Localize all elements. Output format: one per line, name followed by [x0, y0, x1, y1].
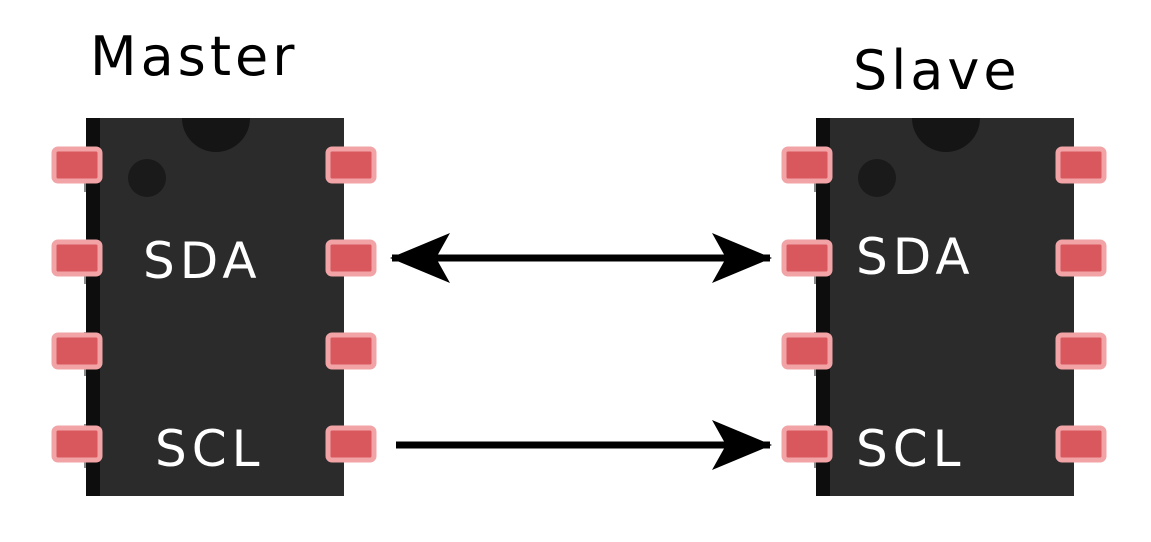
slave-pin-r1 — [1055, 146, 1107, 184]
slave-pin-l2 — [781, 239, 833, 277]
master-pin-l4 — [51, 425, 103, 463]
slave-pin-l4 — [781, 425, 833, 463]
master-pin-l3 — [51, 332, 103, 370]
master-pins-right — [325, 146, 377, 463]
slave-pin-l1 — [781, 146, 833, 184]
master-chip — [51, 118, 377, 496]
slave-pins-right — [1055, 146, 1107, 463]
master-pin-r2 — [325, 239, 377, 277]
slave-scl-label: SCL — [856, 420, 966, 478]
slave-pins-left — [781, 146, 833, 463]
slave-pin-r4 — [1055, 425, 1107, 463]
master-pin-l2 — [51, 239, 103, 277]
slave-chip-notch — [912, 118, 980, 152]
master-chip-edge — [86, 118, 100, 496]
slave-sda-label: SDA — [856, 228, 975, 286]
master-pin1-dot — [128, 159, 166, 197]
slave-title: Slave — [853, 39, 1021, 102]
master-pin-l1 — [51, 146, 103, 184]
master-pin-r4 — [325, 425, 377, 463]
slave-pin1-dot — [858, 159, 896, 197]
slave-pin-r3 — [1055, 332, 1107, 370]
master-pins-left — [51, 146, 103, 463]
master-sda-label: SDA — [143, 232, 262, 290]
master-pin-r1 — [325, 146, 377, 184]
master-pin-r3 — [325, 332, 377, 370]
master-scl-label: SCL — [155, 420, 265, 478]
master-chip-notch — [182, 118, 250, 152]
slave-chip — [781, 118, 1107, 496]
slave-chip-edge — [816, 118, 830, 496]
master-title: Master — [90, 25, 299, 88]
slave-pin-r2 — [1055, 239, 1107, 277]
slave-pin-l3 — [781, 332, 833, 370]
